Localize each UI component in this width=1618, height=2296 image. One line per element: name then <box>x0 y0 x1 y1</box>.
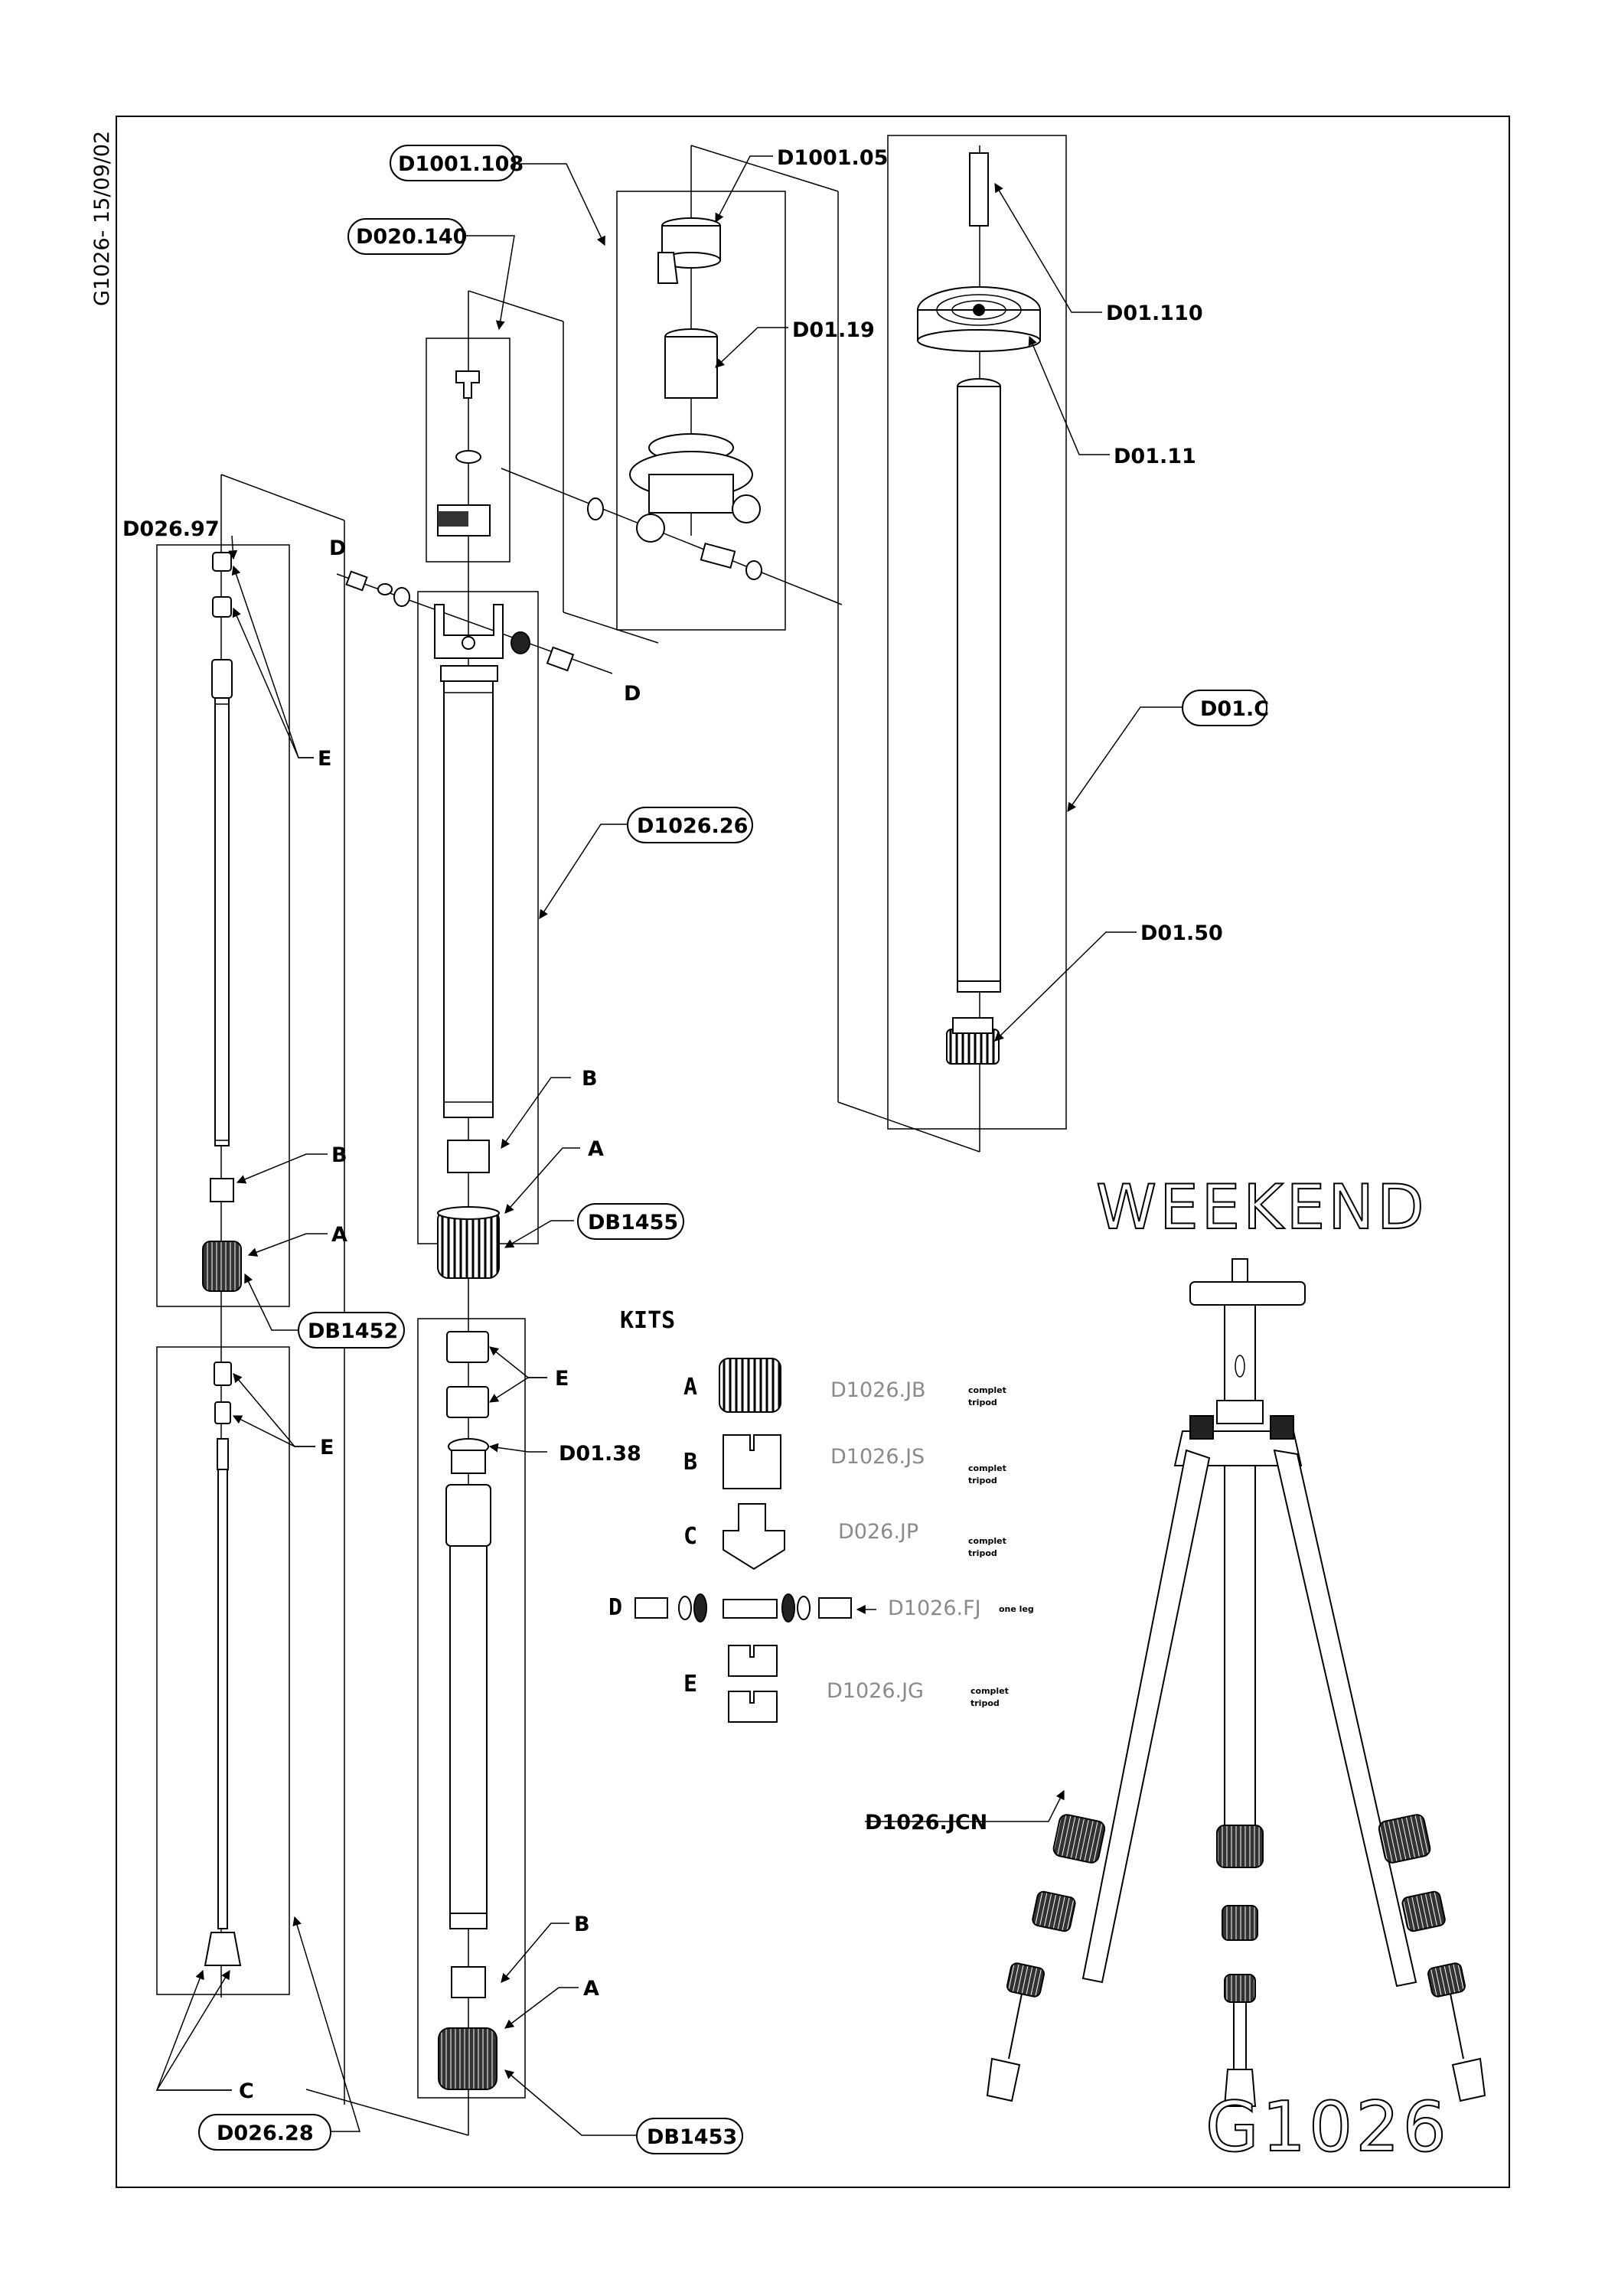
callout-d1026-26: D1026.26 <box>627 807 753 843</box>
kit-c-code: D026.JP <box>838 1520 918 1544</box>
callout-e-upper: E <box>318 747 331 771</box>
kit-d-code: D1026.FJ <box>888 1596 981 1620</box>
callout-db1453: DB1453 <box>636 2118 743 2154</box>
head-assembly <box>587 217 762 580</box>
callout-d01-50: D01.50 <box>1140 921 1223 945</box>
callout-a-mid: A <box>588 1137 604 1161</box>
svg-text:DB1452: DB1452 <box>308 1319 398 1343</box>
screws-d <box>345 570 575 672</box>
kit-c-note1: complet <box>968 1536 1006 1546</box>
kit-a-knob-icon <box>719 1358 781 1413</box>
callout-d01-38: D01.38 <box>559 1442 641 1466</box>
kit-e-note1: complet <box>970 1686 1009 1696</box>
callout-e-lower: E <box>320 1436 334 1459</box>
callout-a-low: A <box>583 1977 599 2001</box>
kit-e-guide-icon-2 <box>728 1691 778 1723</box>
callout-e-right: E <box>555 1367 569 1391</box>
kit-e-note2: tripod <box>970 1698 1000 1708</box>
kit-c-letter: C <box>683 1523 697 1550</box>
kit-a-letter: A <box>683 1374 697 1401</box>
frame-head <box>616 191 786 631</box>
sheet-reference: G1026- 15/09/02 <box>90 131 114 306</box>
kit-c-note2: tripod <box>968 1548 997 1558</box>
frame-mid-lower <box>417 1318 526 2099</box>
center-column <box>917 152 1041 1065</box>
kit-e-guide-icon-1 <box>728 1645 778 1677</box>
callout-b-mid: B <box>582 1067 598 1091</box>
kit-b-bushing-icon <box>723 1434 781 1489</box>
middle-upper-leg <box>434 604 504 1279</box>
callout-a-left: A <box>331 1223 347 1247</box>
svg-text:DB1453: DB1453 <box>647 2125 737 2149</box>
kit-d-letter: D <box>608 1594 622 1621</box>
svg-text:DB1455: DB1455 <box>588 1211 678 1234</box>
kit-a-note2: tripod <box>968 1397 997 1407</box>
callout-db1452: DB1452 <box>298 1312 405 1349</box>
callout-d1001-05: D1001.05 <box>777 146 888 170</box>
frame-column <box>887 135 1067 1130</box>
callout-c-left: C <box>239 2079 254 2103</box>
kit-b-note2: tripod <box>968 1476 997 1486</box>
callout-d01-110: D01.110 <box>1106 302 1203 325</box>
callout-b-low: B <box>574 1913 590 1936</box>
svg-text:D01.C: D01.C <box>1200 697 1269 721</box>
callout-d-right: D <box>624 682 641 706</box>
svg-text:D026.28: D026.28 <box>217 2122 314 2145</box>
kit-b-code: D1026.JS <box>830 1445 925 1469</box>
svg-text:D1026.26: D1026.26 <box>637 814 748 838</box>
callout-d026-28: D026.28 <box>198 2114 331 2151</box>
kits-panel: KITS A D1026.JB complet tripod B D1026.J… <box>608 1307 1034 1723</box>
svg-text:D1001.108: D1001.108 <box>398 152 524 176</box>
kit-a-code: D1026.JB <box>830 1378 926 1402</box>
kit-a-note1: complet <box>968 1385 1006 1395</box>
callout-d01-19: D01.19 <box>792 318 875 342</box>
callout-d020-140: D020.140 <box>347 218 467 255</box>
brand-title: WEEKEND <box>1096 1172 1427 1243</box>
callout-d1001-108: D1001.108 <box>390 145 524 181</box>
kit-b-letter: B <box>683 1449 697 1476</box>
kits-title: KITS <box>620 1307 675 1334</box>
kit-d-note1: one leg <box>999 1604 1034 1614</box>
left-lower-leg <box>204 1362 242 1966</box>
callout-b-left: B <box>331 1143 347 1167</box>
kit-e-letter: E <box>683 1671 697 1698</box>
callout-d01-c: D01.C <box>1182 690 1269 726</box>
kit-b-note1: complet <box>968 1463 1006 1473</box>
kit-e-code: D1026.JG <box>827 1679 924 1703</box>
middle-lower-leg <box>438 1331 497 2090</box>
kit-c-foot-icon <box>723 1503 785 1570</box>
kit-d-screwset-icon <box>634 1593 852 1623</box>
tripod-illustration <box>986 1258 1486 2107</box>
sheet-border <box>116 116 1510 2188</box>
callout-d-left: D <box>329 536 346 560</box>
callout-db1455: DB1455 <box>577 1203 684 1240</box>
model-title: G1026 <box>1205 2087 1450 2167</box>
callout-d01-11: D01.11 <box>1114 445 1196 468</box>
clip-assembly <box>437 370 491 536</box>
frame-left-upper <box>156 544 290 1307</box>
svg-text:D020.140: D020.140 <box>356 225 467 249</box>
frame-left-lower <box>156 1346 290 1995</box>
callout-d1026-jcn: D1026.JCN <box>865 1811 987 1835</box>
left-upper-leg <box>202 552 242 1292</box>
callout-d026-97: D026.97 <box>122 517 220 541</box>
